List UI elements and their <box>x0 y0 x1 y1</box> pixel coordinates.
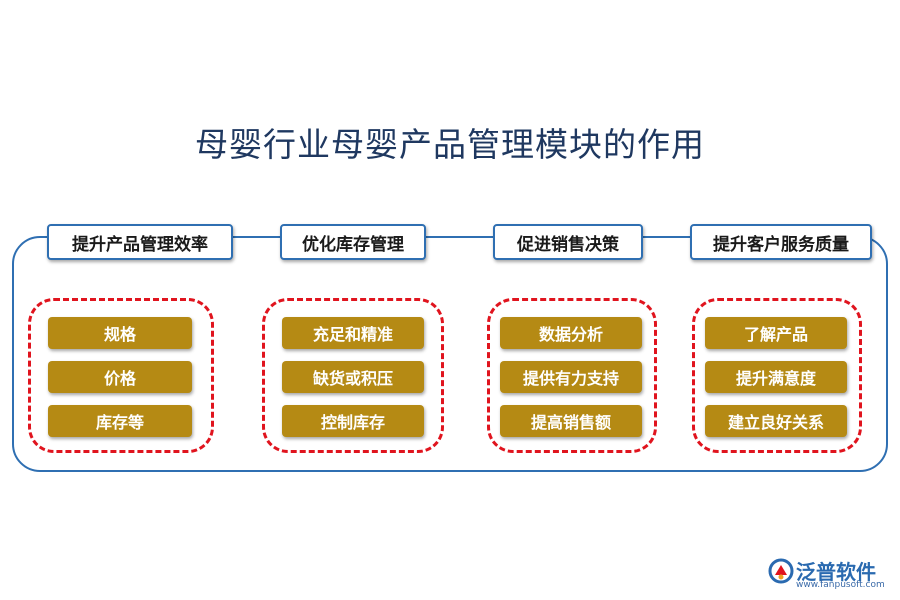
brand-name: 泛普软件 <box>796 560 876 584</box>
item-pill: 充足和精准 <box>282 317 424 349</box>
module-header-service: 提升客户服务质量 <box>690 224 872 260</box>
item-pill: 提升满意度 <box>705 361 847 393</box>
module-group-service <box>692 298 862 453</box>
module-group-inventory <box>262 298 444 453</box>
module-header-sales: 促进销售决策 <box>493 224 643 260</box>
item-pill: 控制库存 <box>282 405 424 437</box>
brand-logo: 泛普软件 www.fanpusoft.com <box>768 556 888 594</box>
item-pill: 价格 <box>48 361 192 393</box>
item-pill: 缺货或积压 <box>282 361 424 393</box>
module-group-sales <box>487 298 657 453</box>
item-pill: 了解产品 <box>705 317 847 349</box>
module-header-efficiency: 提升产品管理效率 <box>47 224 233 260</box>
item-pill: 库存等 <box>48 405 192 437</box>
item-pill: 建立良好关系 <box>705 405 847 437</box>
item-pill: 规格 <box>48 317 192 349</box>
module-header-inventory: 优化库存管理 <box>280 224 426 260</box>
module-group-efficiency <box>28 298 214 453</box>
diagram-title: 母婴行业母婴产品管理模块的作用 <box>195 125 705 164</box>
item-pill: 提高销售额 <box>500 405 642 437</box>
brand-logo-icon <box>768 558 794 584</box>
brand-url: www.fanpusoft.com <box>796 580 885 590</box>
outer-frame <box>12 236 888 472</box>
item-pill: 提供有力支持 <box>500 361 642 393</box>
item-pill: 数据分析 <box>500 317 642 349</box>
